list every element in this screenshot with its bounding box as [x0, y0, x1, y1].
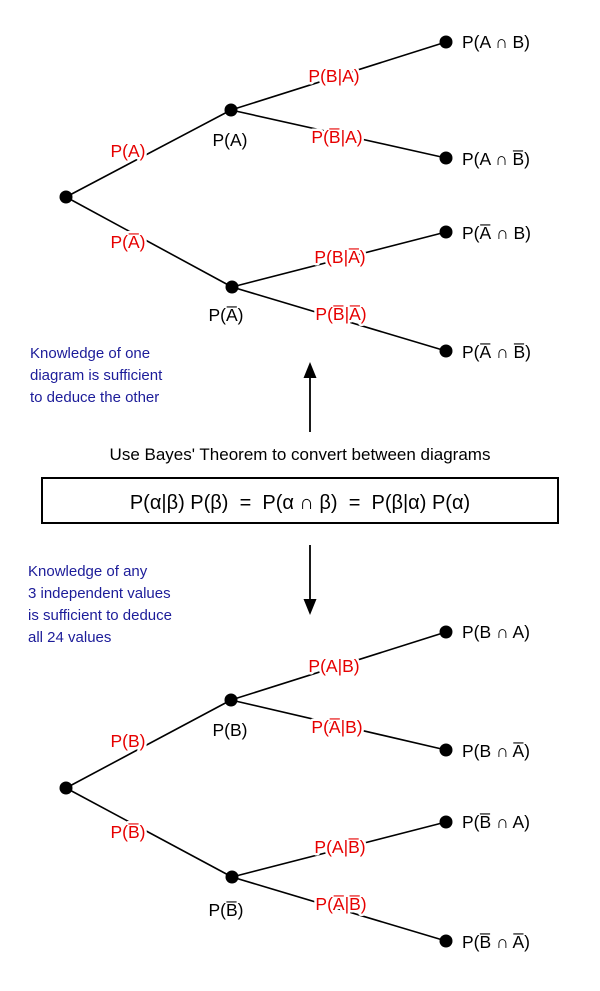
branch-label-pnota: P(A̅): [111, 232, 146, 252]
branch-label-pnotb: P(B̅): [111, 822, 146, 842]
note-bottom-line4: all 24 values: [28, 629, 111, 646]
leaf-label-b-and-nota: P(B ∩ A̅): [462, 741, 530, 761]
bayes-caption: Use Bayes' Theorem to convert between di…: [110, 445, 491, 464]
root-node-dot: [59, 190, 73, 204]
node-label-pb: P(B): [213, 720, 248, 740]
down-arrow-head: [303, 599, 317, 615]
leaf-dot-notab: [439, 225, 453, 239]
nota-node-dot: [225, 280, 239, 294]
note-top-line2: diagram is sufficient: [30, 367, 163, 384]
formula-box: [41, 477, 559, 524]
leaf-dot-notbnota: [439, 934, 453, 948]
edge-notb-to-notbnota: [231, 876, 447, 942]
note-bottom-line1: Knowledge of any: [28, 563, 148, 580]
node-label-pnota: P(A̅): [209, 305, 244, 325]
bottom-tree: P(B) P(B̅) P(A|B) P(A̅|B) P(A|B̅) P(A̅|B…: [59, 622, 530, 952]
edge-root-to-a: [65, 109, 232, 198]
branch-label-pnota-given-b: P(A̅|B): [311, 717, 362, 737]
branch-label-pnotb-given-nota: P(B̅|A̅): [315, 304, 366, 324]
branch-label-pb: P(B): [111, 731, 146, 751]
leaf-dot-notanotb: [439, 344, 453, 358]
edge-b-to-ba: [230, 631, 447, 701]
branch-label-pa-given-notb: P(A|B̅): [314, 837, 365, 857]
middle-section: Knowledge of one diagram is sufficient t…: [28, 345, 559, 646]
bayes-formula: P(α|β) P(β) = P(α ∩ β) = P(β|α) P(α): [130, 492, 470, 514]
notb-node-dot: [225, 870, 239, 884]
edge-a-to-ab: [230, 41, 447, 111]
b-node-dot: [224, 693, 238, 707]
edge-root-to-notb: [65, 787, 233, 878]
edge-notb-to-notba: [231, 821, 447, 878]
note-top-line1: Knowledge of one: [30, 345, 150, 362]
leaf-label-nota-and-b: P(A̅ ∩ B): [462, 223, 531, 243]
branch-label-pnota-given-notb: P(A̅|B̅): [315, 894, 366, 914]
branch-label-pb-given-nota: P(B|A̅): [314, 247, 365, 267]
edge-root-to-b: [65, 699, 232, 789]
edge-root-to-nota: [65, 196, 233, 288]
note-top-line3: to deduce the other: [30, 389, 159, 406]
leaf-dot-ba: [439, 625, 453, 639]
leaf-label-notb-and-nota: P(B̅ ∩ A̅): [462, 932, 530, 952]
leaf-dot-notba: [439, 815, 453, 829]
edge-b-to-bnota: [230, 699, 447, 751]
leaf-label-notb-and-a: P(B̅ ∩ A): [462, 812, 530, 832]
node-label-pnotb: P(B̅): [209, 900, 244, 920]
edge-a-to-anotb: [230, 109, 447, 159]
branch-label-pnotb-given-a: P(B̅|A): [311, 127, 362, 147]
leaf-dot-ab: [439, 35, 453, 49]
leaf-label-b-and-a: P(B ∩ A): [462, 622, 530, 642]
leaf-label-a-and-notb: P(A ∩ B̅): [462, 149, 530, 169]
root-node-dot-bottom: [59, 781, 73, 795]
up-arrow-head: [303, 362, 317, 378]
leaf-dot-anotb: [439, 151, 453, 165]
note-bottom-line3: is sufficient to deduce: [28, 607, 172, 624]
edge-nota-to-notab: [231, 231, 447, 288]
branch-label-pb-given-a: P(B|A): [308, 66, 359, 86]
edge-nota-to-notanotb: [231, 286, 447, 352]
leaf-dot-bnota: [439, 743, 453, 757]
leaf-label-a-and-b: P(A ∩ B): [462, 32, 530, 52]
top-tree: P(A) P(A̅) P(B|A) P(B̅|A) P(B|A̅) P(B̅|A…: [59, 32, 531, 362]
note-bottom-line2: 3 independent values: [28, 585, 171, 602]
leaf-label-nota-and-notb: P(A̅ ∩ B̅): [462, 342, 531, 362]
node-label-pa: P(A): [213, 130, 248, 150]
branch-label-pa-given-b: P(A|B): [308, 656, 359, 676]
branch-label-pa: P(A): [111, 141, 146, 161]
a-node-dot: [224, 103, 238, 117]
